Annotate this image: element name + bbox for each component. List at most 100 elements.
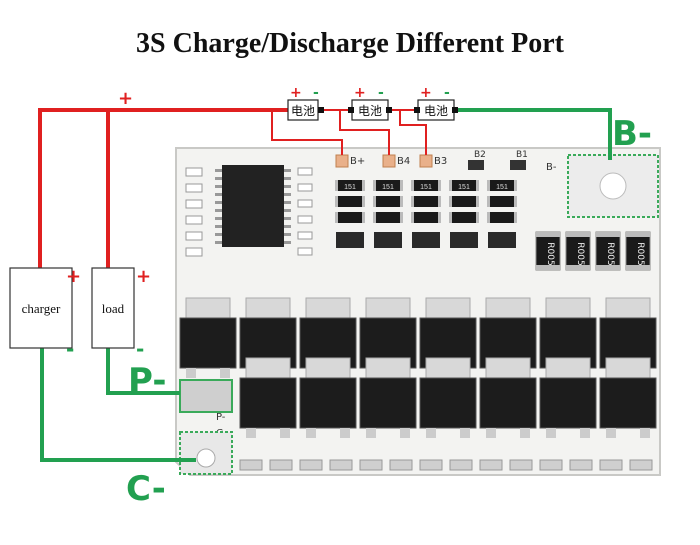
smd-resistor-end [487, 180, 490, 191]
smd-resistor-end [373, 212, 376, 223]
smd-resistor [373, 212, 403, 223]
smd-resistor-body [452, 212, 476, 223]
positive-wires [38, 108, 288, 268]
smd-resistor-end [362, 180, 365, 191]
cell-1-plus: + [290, 85, 302, 101]
shunt-resistor: R005 [565, 231, 591, 271]
charger-plus: + [66, 266, 81, 287]
smd-resistor-end [438, 196, 441, 207]
cell-2-plus: + [354, 85, 366, 101]
negative-wires [40, 108, 612, 462]
b-minus-mount-hole [599, 172, 627, 200]
board-label-b4: B4 [397, 156, 410, 167]
mosfet-tab [545, 357, 591, 381]
smd-resistor-body [490, 196, 514, 207]
smd-resistor-body [490, 212, 514, 223]
cell-3-plus: + [420, 85, 432, 101]
charger-positive-wire [38, 108, 288, 268]
board-label-b-minus: B- [546, 162, 557, 173]
load-minus: - [136, 337, 144, 361]
smd-resistor-end [335, 180, 338, 191]
smd-resistor-end [411, 180, 414, 191]
smd-resistor-end [438, 212, 441, 223]
charger-minus: - [66, 337, 74, 361]
smd-resistor-end [362, 196, 365, 207]
shunt-code: R005 [605, 242, 615, 265]
smd-part [185, 247, 203, 257]
load-plus: + [136, 266, 151, 287]
shunt-cap [596, 265, 620, 270]
shunt-cap [566, 232, 590, 237]
ic-pin [215, 193, 222, 196]
shunt-resistor: R005 [535, 231, 561, 271]
smd-part [297, 231, 313, 240]
mosfet-array [179, 297, 657, 438]
smd-resistor-body [490, 180, 514, 191]
smd-part [297, 167, 313, 176]
ic-pin [284, 233, 291, 236]
smd-resistor-code: 151 [344, 184, 356, 191]
shunt-code: R005 [635, 242, 645, 265]
ic-pin [284, 193, 291, 196]
smd-resistor [335, 196, 365, 207]
mosfet-tab [245, 297, 291, 321]
tap-wire-b4 [339, 110, 390, 155]
smd-resistor-body [376, 212, 400, 223]
solder-pad [329, 459, 353, 471]
shunt-body [595, 231, 621, 271]
ic-pin [215, 217, 222, 220]
mosfet-leg [486, 428, 496, 438]
smd-part [185, 231, 203, 241]
ic-pins [215, 169, 291, 244]
cell-connector-3 [386, 107, 392, 113]
mosfet-leg [606, 428, 616, 438]
board-label-p-minus: P- [216, 412, 226, 423]
solder-pad [449, 459, 473, 471]
terminal-label-b-minus: B- [612, 114, 652, 154]
p-minus-terminal-pad [179, 379, 233, 413]
mosfet [239, 357, 297, 438]
ic-pin [215, 185, 222, 188]
mosfet-leg [340, 428, 350, 438]
smd-resistor-end [400, 180, 403, 191]
cell-connector-5 [452, 107, 458, 113]
smd-resistor: 151 [411, 180, 441, 191]
cell-3-label: 电池 [424, 104, 448, 118]
left-small-components [185, 167, 313, 257]
mosfet-body [419, 377, 477, 429]
cell-connector-4 [414, 107, 420, 113]
cell-connector-1 [318, 107, 324, 113]
shunt-cap [566, 265, 590, 270]
p-minus-wire [106, 348, 180, 395]
board-label-b-plus: B+ [350, 156, 365, 167]
smd-resistor-end [514, 180, 517, 191]
ic-pin [215, 209, 222, 212]
solder-pad [359, 459, 383, 471]
mosfet [299, 357, 357, 438]
b-minus-terminal-pad [567, 154, 659, 218]
battery-cell-1: 电池 + - [287, 85, 319, 121]
mosfet-leg [246, 428, 256, 438]
mosfet-leg [306, 428, 316, 438]
smd-resistor-end [487, 196, 490, 207]
mosfet-leg [280, 428, 290, 438]
load-label: load [102, 301, 125, 316]
shunt-resistor: R005 [625, 231, 651, 271]
solder-pad [629, 459, 653, 471]
mosfet-leg [426, 428, 436, 438]
smd-resistor-body [414, 180, 438, 191]
smd-part [297, 199, 313, 208]
mosfet-tab [425, 297, 471, 321]
ic-pin [215, 241, 222, 244]
smd-resistor [487, 212, 517, 223]
smd-resistor-code: 151 [458, 184, 470, 191]
solder-pad [419, 459, 443, 471]
smd-part [185, 183, 203, 193]
ic-pin [215, 233, 222, 236]
smd-part [297, 215, 313, 224]
mosfet-tab [425, 357, 471, 381]
ic-pin [284, 225, 291, 228]
smd-resistor-body [338, 212, 362, 223]
smd-resistor-end [514, 212, 517, 223]
